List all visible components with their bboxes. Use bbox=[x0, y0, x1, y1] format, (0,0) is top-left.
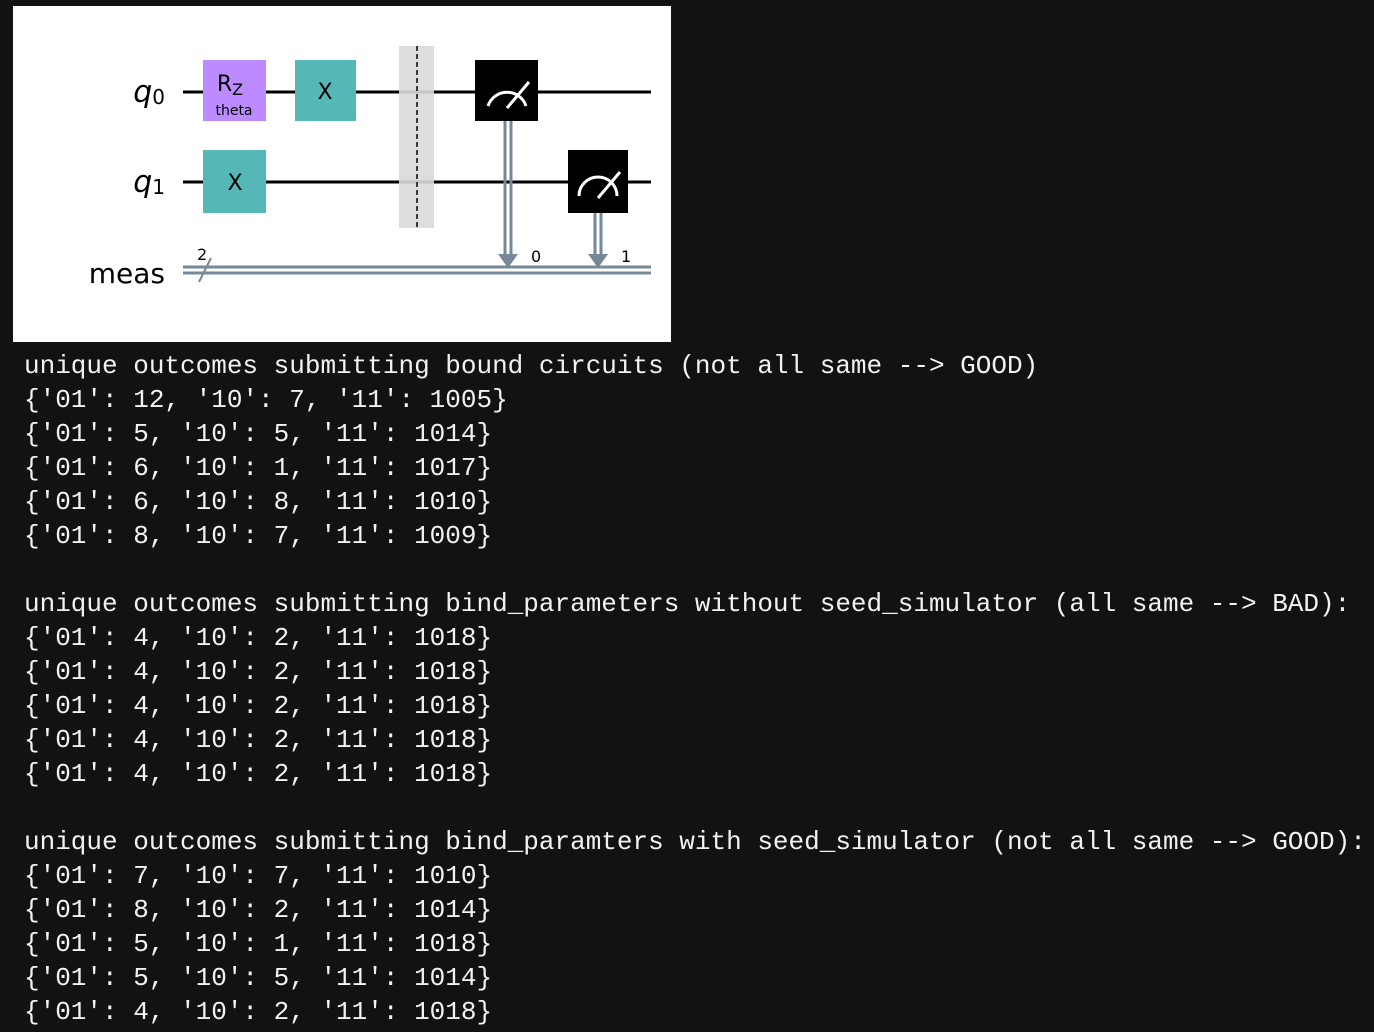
circuit-diagram: q0 q1 meas 2 RZ theta X X 0 1 bbox=[13, 6, 671, 342]
qubit-label-q1: q1 bbox=[133, 165, 165, 200]
x-gate-q0-label: X bbox=[317, 80, 332, 105]
result-row: {'01': 8, '10': 7, '11': 1009} bbox=[24, 521, 493, 551]
result-row: {'01': 6, '10': 8, '11': 1010} bbox=[24, 487, 493, 517]
result-row: {'01': 4, '10': 2, '11': 1018} bbox=[24, 725, 493, 755]
measure-0-arrow bbox=[498, 254, 518, 268]
x-gate-q1-label: X bbox=[227, 171, 242, 196]
creg-slash bbox=[198, 257, 212, 283]
x-gate-q1 bbox=[203, 150, 266, 213]
measure-gate-q1 bbox=[568, 150, 628, 213]
meter-icon bbox=[577, 171, 622, 199]
section-header: unique outcomes submitting bind_paramter… bbox=[24, 827, 1366, 857]
section-header: unique outcomes submitting bind_paramete… bbox=[24, 589, 1351, 619]
creg-bit-0: 0 bbox=[531, 247, 541, 266]
result-row: {'01': 4, '10': 2, '11': 1018} bbox=[24, 759, 493, 789]
blank-line bbox=[24, 553, 1366, 587]
creg-label: meas bbox=[89, 257, 165, 290]
meter-icon bbox=[486, 81, 531, 109]
result-row: {'01': 12, '10': 7, '11': 1005} bbox=[24, 385, 508, 415]
rz-gate-label: RZ bbox=[217, 72, 243, 99]
terminal-output: unique outcomes submitting bound circuit… bbox=[24, 349, 1366, 1029]
result-row: {'01': 5, '10': 5, '11': 1014} bbox=[24, 419, 493, 449]
creg-size: 2 bbox=[197, 245, 207, 264]
section-header: unique outcomes submitting bound circuit… bbox=[24, 351, 1039, 381]
result-row: {'01': 5, '10': 5, '11': 1014} bbox=[24, 963, 493, 993]
rz-gate-param: theta bbox=[215, 103, 252, 119]
result-row: {'01': 6, '10': 1, '11': 1017} bbox=[24, 453, 493, 483]
result-row: {'01': 5, '10': 1, '11': 1018} bbox=[24, 929, 493, 959]
result-row: {'01': 4, '10': 2, '11': 1018} bbox=[24, 997, 493, 1027]
result-row: {'01': 4, '10': 2, '11': 1018} bbox=[24, 623, 493, 653]
circuit-svg: q0 q1 meas 2 RZ theta X X 0 1 bbox=[89, 46, 651, 290]
measure-1-arrow bbox=[588, 254, 608, 268]
result-row: {'01': 4, '10': 2, '11': 1018} bbox=[24, 657, 493, 687]
result-row: {'01': 7, '10': 7, '11': 1010} bbox=[24, 861, 493, 891]
creg-bit-1: 1 bbox=[621, 247, 631, 266]
blank-line bbox=[24, 791, 1366, 825]
qubit-label-q0: q0 bbox=[133, 75, 165, 110]
measure-gate-q0 bbox=[475, 60, 538, 121]
x-gate-q0 bbox=[295, 60, 356, 121]
result-row: {'01': 8, '10': 2, '11': 1014} bbox=[24, 895, 493, 925]
rz-gate bbox=[203, 60, 266, 121]
result-row: {'01': 4, '10': 2, '11': 1018} bbox=[24, 691, 493, 721]
